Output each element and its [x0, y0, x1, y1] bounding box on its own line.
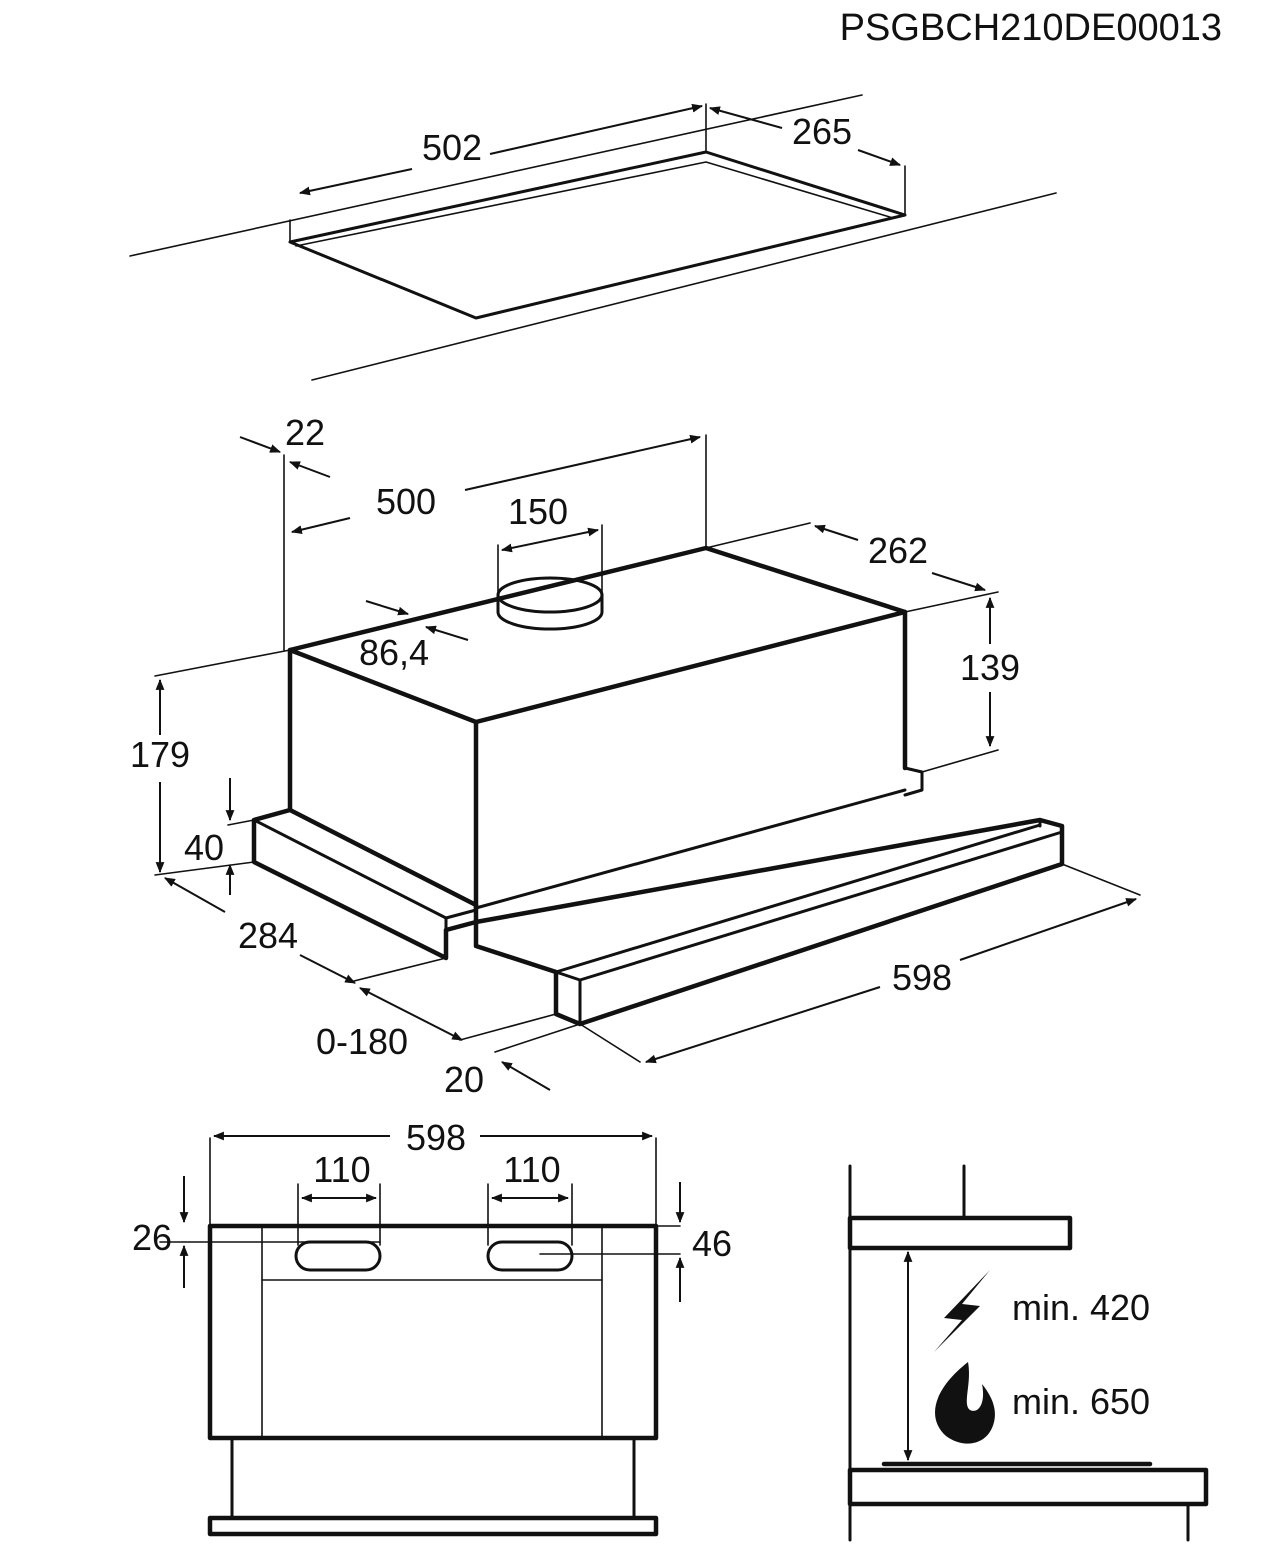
electric-clearance-label: min. 420 — [1012, 1287, 1150, 1328]
offset-22-label: 22 — [285, 412, 325, 453]
front-width-598-label: 598 — [406, 1117, 466, 1158]
total-height-179-label: 179 — [130, 734, 190, 775]
front-height-40-label: 40 — [184, 827, 224, 868]
depth-262-label: 262 — [868, 530, 928, 571]
outlet-left-110-label: 110 — [313, 1149, 370, 1190]
front-20-label: 20 — [444, 1059, 484, 1100]
clearance-view: min. 420 min. 650 — [847, 1164, 1209, 1542]
front-view: 598 110 110 26 46 — [132, 1117, 732, 1537]
outlet-right-110-label: 110 — [503, 1149, 560, 1190]
cutout-width-label: 502 — [422, 127, 482, 168]
flame-icon — [935, 1362, 995, 1444]
extension-label: 0-180 — [316, 1021, 408, 1062]
lightning-icon — [934, 1270, 990, 1352]
body-height-139-label: 139 — [960, 647, 1020, 688]
hood-isometric: 22 500 150 262 139 86,4 179 40 284 0-18 — [130, 412, 1141, 1100]
cutout-plan: 502 265 — [129, 94, 1057, 381]
width-598-iso-label: 598 — [892, 957, 952, 998]
outlet-150-label: 150 — [508, 491, 568, 532]
top-26-label: 26 — [132, 1217, 172, 1258]
top-46-label: 46 — [692, 1223, 732, 1264]
cutout-depth-label: 265 — [792, 111, 852, 152]
outlet-offset-86-label: 86,4 — [359, 632, 429, 673]
gas-clearance-label: min. 650 — [1012, 1381, 1150, 1422]
drawing-code: PSGBCH210DE00013 — [840, 7, 1222, 49]
width-500-label: 500 — [376, 481, 436, 522]
depth-284-label: 284 — [238, 915, 298, 956]
